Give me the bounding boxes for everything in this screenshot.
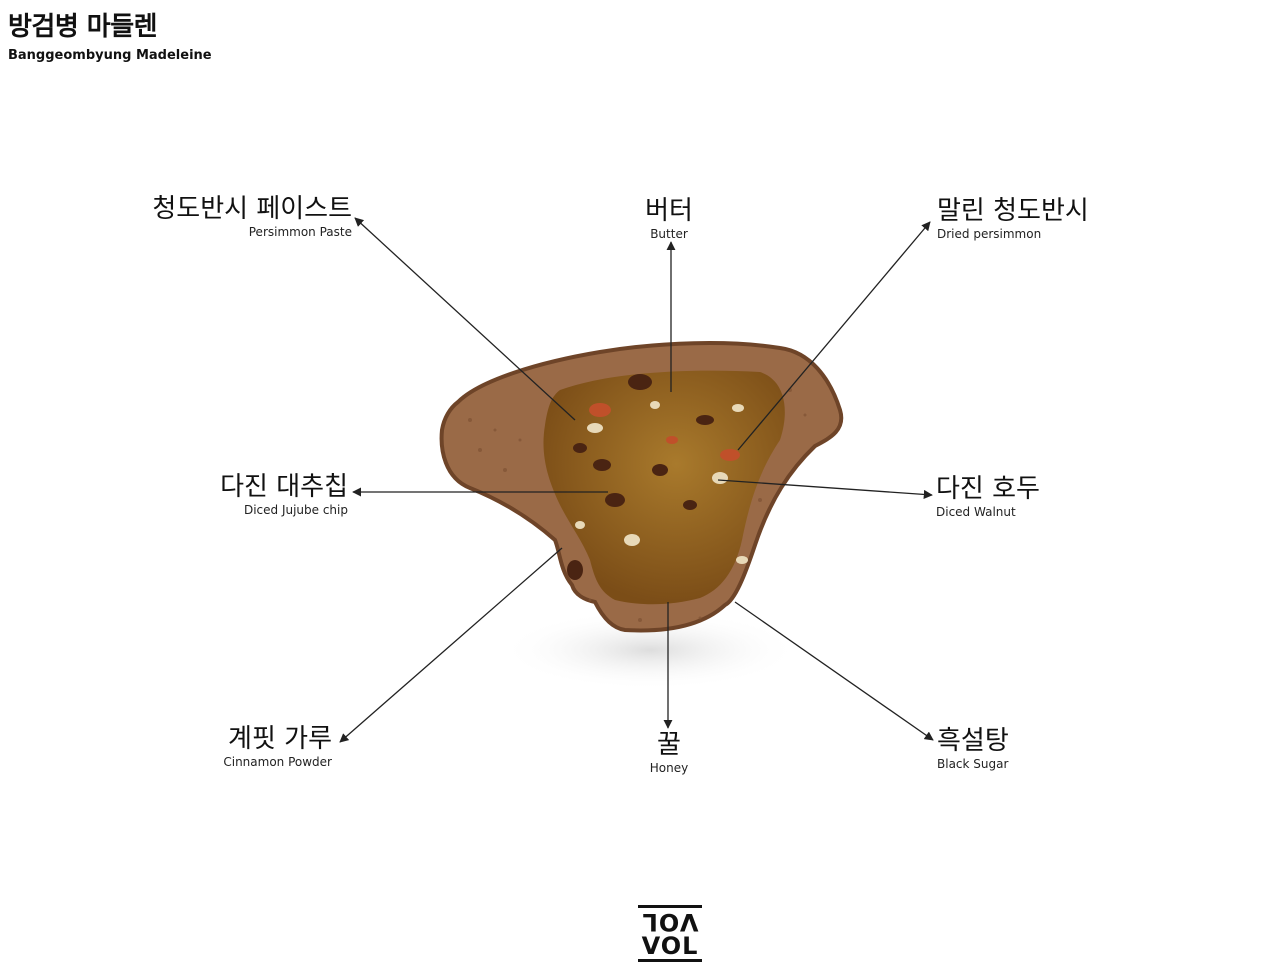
label-honey: 꿀 Honey bbox=[650, 730, 688, 776]
label-honey-en: Honey bbox=[649, 761, 689, 775]
label-black-sugar: 흑설탕 Black Sugar bbox=[937, 726, 1009, 772]
label-walnut-ko: 다진 호두 bbox=[936, 474, 1040, 504]
arrow-persimmon-paste bbox=[354, 217, 576, 421]
arrow-walnut bbox=[717, 479, 933, 499]
arrow-black-sugar bbox=[734, 601, 934, 741]
walnut-pieces bbox=[575, 401, 748, 564]
label-dried-persimmon-ko: 말린 청도반시 bbox=[937, 196, 1089, 226]
page-title: 방검병 마들렌 bbox=[8, 12, 158, 42]
label-honey-ko: 꿀 bbox=[657, 730, 681, 760]
cake-shadow bbox=[500, 610, 800, 690]
label-black-sugar-en: Black Sugar bbox=[937, 757, 1009, 771]
annotation-arrows bbox=[339, 217, 934, 743]
label-butter-ko: 버터 bbox=[645, 196, 693, 226]
fruit-pieces bbox=[567, 374, 714, 580]
page-subtitle: Banggeombyung Madeleine bbox=[8, 48, 212, 63]
label-jujube-ko: 다진 대추칩 bbox=[220, 472, 348, 502]
label-jujube: 다진 대추칩 Diced Jujube chip bbox=[180, 472, 348, 518]
label-black-sugar-ko: 흑설탕 bbox=[937, 726, 1009, 756]
persimmon-pieces bbox=[589, 403, 740, 461]
arrow-dried-persimmon bbox=[737, 221, 931, 451]
arrow-cinnamon bbox=[339, 547, 563, 743]
label-cinnamon: 계핏 가루 Cinnamon Powder bbox=[180, 724, 332, 770]
label-dried-persimmon-en: Dried persimmon bbox=[937, 227, 1042, 241]
label-butter-en: Butter bbox=[650, 227, 688, 241]
label-persimmon-paste-en: Persimmon Paste bbox=[248, 225, 352, 239]
logo-text-bottom: VOL bbox=[638, 934, 702, 962]
label-cinnamon-ko: 계핏 가루 bbox=[228, 724, 332, 754]
label-butter: 버터 Butter bbox=[645, 196, 693, 242]
header: 방검병 마들렌 Banggeombyung Madeleine bbox=[8, 10, 212, 64]
label-dried-persimmon: 말린 청도반시 Dried persimmon bbox=[937, 196, 1089, 242]
label-persimmon-paste-ko: 청도반시 페이스트 bbox=[152, 194, 352, 224]
label-cinnamon-en: Cinnamon Powder bbox=[223, 755, 332, 769]
logo-text-top: VOL bbox=[638, 905, 702, 936]
brand-logo: VOL VOL bbox=[638, 905, 702, 962]
label-jujube-en: Diced Jujube chip bbox=[243, 503, 348, 517]
label-walnut: 다진 호두 Diced Walnut bbox=[936, 474, 1040, 520]
cake-filling bbox=[543, 370, 785, 605]
label-persimmon-paste: 청도반시 페이스트 Persimmon Paste bbox=[130, 194, 352, 240]
label-walnut-en: Diced Walnut bbox=[936, 505, 1016, 519]
